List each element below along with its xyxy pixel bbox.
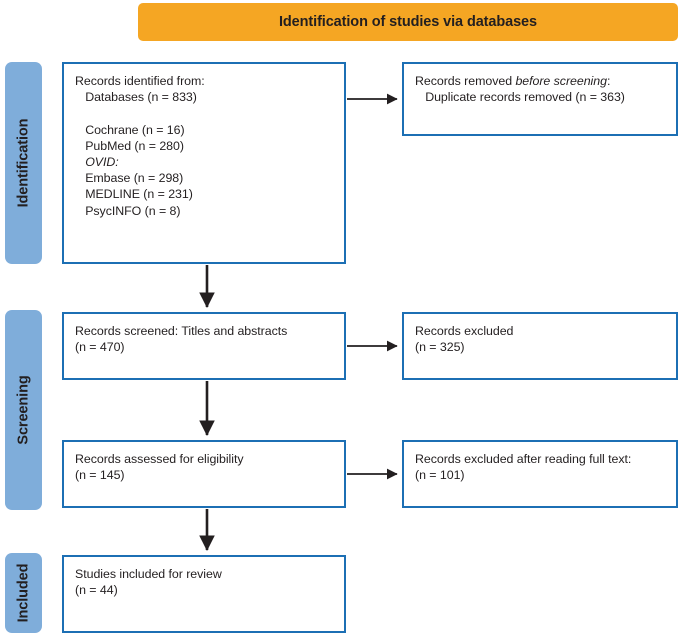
box-records-excluded-screening-text: Records excluded(n = 325)	[415, 324, 514, 355]
box-records-assessed-eligibility-text: Records assessed for eligibility(n = 145…	[75, 452, 244, 483]
box-records-removed: Records removed before screening: Duplic…	[402, 62, 678, 136]
box-studies-included-text: Studies included for review(n = 44)	[75, 567, 222, 598]
box-studies-included: Studies included for review(n = 44)	[62, 555, 346, 633]
stage-label-identification: Identification	[5, 62, 42, 264]
stage-label-included-text: Included	[15, 563, 32, 623]
diagram-title: Identification of studies via databases	[279, 14, 537, 30]
stage-label-screening-text: Screening	[15, 375, 32, 445]
box-records-identified-text: Records identified from: Databases (n = …	[75, 74, 205, 218]
box-records-assessed-eligibility: Records assessed for eligibility(n = 145…	[62, 440, 346, 508]
box-records-screened-text: Records screened: Titles and abstracts(n…	[75, 324, 288, 355]
box-records-excluded-fulltext-text: Records excluded after reading full text…	[415, 452, 632, 483]
box-records-excluded-fulltext: Records excluded after reading full text…	[402, 440, 678, 508]
stage-label-identification-text: Identification	[15, 118, 32, 208]
box-records-removed-text: Records removed before screening: Duplic…	[415, 74, 625, 105]
stage-label-screening: Screening	[5, 310, 42, 510]
diagram-header-banner: Identification of studies via databases	[138, 3, 678, 41]
box-records-excluded-screening: Records excluded(n = 325)	[402, 312, 678, 380]
box-records-screened: Records screened: Titles and abstracts(n…	[62, 312, 346, 380]
stage-label-included: Included	[5, 553, 42, 633]
box-records-identified: Records identified from: Databases (n = …	[62, 62, 346, 264]
